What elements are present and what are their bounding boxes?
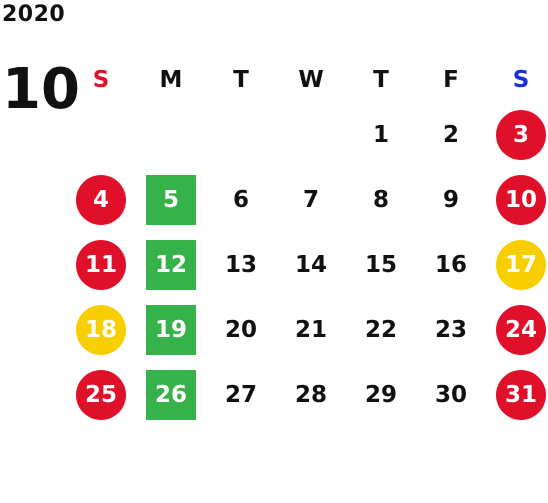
day-29[interactable]: 29 bbox=[364, 381, 397, 408]
calendar-cell: 13 bbox=[206, 232, 276, 297]
day-19[interactable]: 19 bbox=[146, 304, 196, 355]
day-25[interactable]: 25 bbox=[76, 369, 126, 420]
month-number: 10 bbox=[2, 57, 80, 122]
weekday-header-wed: W bbox=[298, 67, 324, 93]
day-13[interactable]: 13 bbox=[224, 251, 257, 278]
calendar-cell bbox=[206, 102, 276, 167]
day-4[interactable]: 4 bbox=[76, 174, 126, 225]
day-2[interactable]: 2 bbox=[442, 121, 459, 148]
calendar-cell: 1 bbox=[346, 102, 416, 167]
calendar-cell: 19 bbox=[136, 297, 206, 362]
day-10[interactable]: 10 bbox=[496, 174, 546, 225]
weekday-header-sat: S bbox=[512, 67, 530, 93]
calendar-cell: 28 bbox=[276, 362, 346, 427]
day-31[interactable]: 31 bbox=[496, 369, 546, 420]
calendar-cell: 17 bbox=[486, 232, 548, 297]
calendar-cell bbox=[136, 102, 206, 167]
day-15[interactable]: 15 bbox=[364, 251, 397, 278]
day-20[interactable]: 20 bbox=[224, 316, 257, 343]
day-3[interactable]: 3 bbox=[496, 109, 546, 160]
calendar-cell: 25 bbox=[66, 362, 136, 427]
day-11[interactable]: 11 bbox=[76, 239, 126, 290]
calendar-cell: 2 bbox=[416, 102, 486, 167]
calendar-cell: 11 bbox=[66, 232, 136, 297]
calendar-cell: 4 bbox=[66, 167, 136, 232]
weekday-header-sun: S bbox=[92, 67, 110, 93]
calendar-cell: 22 bbox=[346, 297, 416, 362]
calendar-cell: 20 bbox=[206, 297, 276, 362]
day-27[interactable]: 27 bbox=[224, 381, 257, 408]
day-14[interactable]: 14 bbox=[294, 251, 327, 278]
calendar-cell: 30 bbox=[416, 362, 486, 427]
calendar-cell: 6 bbox=[206, 167, 276, 232]
day-16[interactable]: 16 bbox=[434, 251, 467, 278]
day-28[interactable]: 28 bbox=[294, 381, 327, 408]
calendar-cell: 23 bbox=[416, 297, 486, 362]
day-12[interactable]: 12 bbox=[146, 239, 196, 290]
year-label: 2020 bbox=[2, 2, 66, 27]
calendar-cell: 7 bbox=[276, 167, 346, 232]
day-9[interactable]: 9 bbox=[442, 186, 459, 213]
weekday-header-mon: M bbox=[159, 67, 183, 93]
calendar-cell: 27 bbox=[206, 362, 276, 427]
calendar-cell: 24 bbox=[486, 297, 548, 362]
calendar-cell: 12 bbox=[136, 232, 206, 297]
day-18[interactable]: 18 bbox=[76, 304, 126, 355]
day-23[interactable]: 23 bbox=[434, 316, 467, 343]
calendar-cell: 29 bbox=[346, 362, 416, 427]
calendar-cell bbox=[66, 102, 136, 167]
calendar-cell: 26 bbox=[136, 362, 206, 427]
calendar-cell bbox=[276, 102, 346, 167]
calendar-cell: 14 bbox=[276, 232, 346, 297]
calendar-cell: 3 bbox=[486, 102, 548, 167]
calendar-cell: 8 bbox=[346, 167, 416, 232]
day-1[interactable]: 1 bbox=[372, 121, 389, 148]
weekday-header-fri: F bbox=[443, 67, 459, 93]
calendar-cell: 10 bbox=[486, 167, 548, 232]
day-21[interactable]: 21 bbox=[294, 316, 327, 343]
calendar-cell: 31 bbox=[486, 362, 548, 427]
calendar-cell: 21 bbox=[276, 297, 346, 362]
day-22[interactable]: 22 bbox=[364, 316, 397, 343]
calendar-cell: 9 bbox=[416, 167, 486, 232]
day-6[interactable]: 6 bbox=[232, 186, 249, 213]
weekday-header-tue: T bbox=[233, 67, 249, 93]
calendar-cell: 18 bbox=[66, 297, 136, 362]
calendar-cell: 5 bbox=[136, 167, 206, 232]
day-17[interactable]: 17 bbox=[496, 239, 546, 290]
calendar-cell: 16 bbox=[416, 232, 486, 297]
day-26[interactable]: 26 bbox=[146, 369, 196, 420]
day-7[interactable]: 7 bbox=[302, 186, 319, 213]
day-24[interactable]: 24 bbox=[496, 304, 546, 355]
calendar-cell: 15 bbox=[346, 232, 416, 297]
weekday-header-thu: T bbox=[373, 67, 389, 93]
day-30[interactable]: 30 bbox=[434, 381, 467, 408]
day-8[interactable]: 8 bbox=[372, 186, 389, 213]
day-5[interactable]: 5 bbox=[146, 174, 196, 225]
